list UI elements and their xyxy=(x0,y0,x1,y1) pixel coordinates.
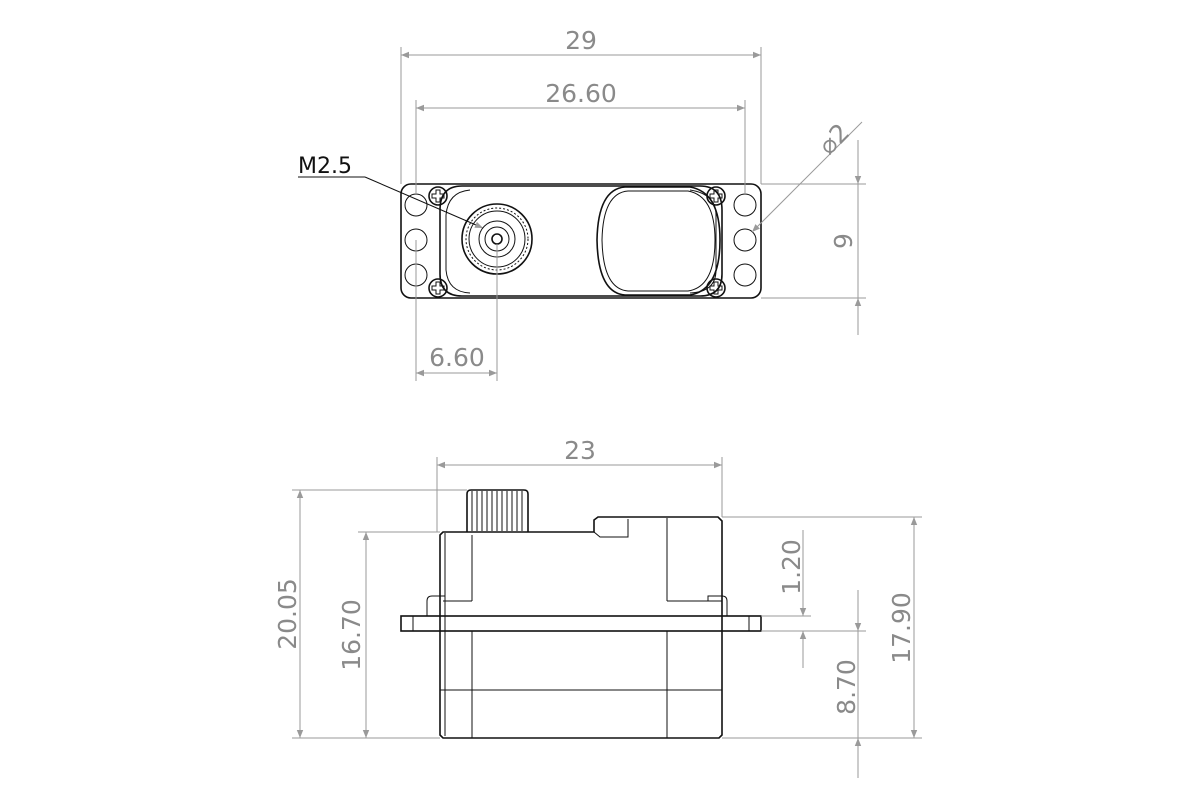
dim-hole-spacing: 26.60 xyxy=(415,79,746,194)
dim-hole-diameter: ⌀2 xyxy=(751,118,863,233)
mounting-flange-outline xyxy=(400,183,762,299)
dim-output-offset: 6.60 xyxy=(415,240,498,381)
case-outline xyxy=(439,185,723,297)
case-step xyxy=(593,519,629,538)
mounting-flange-side xyxy=(400,615,762,632)
dim-label: 6.60 xyxy=(429,343,485,372)
top-view: 29 26.60 6.60 9 ⌀2 xyxy=(298,26,866,381)
spline-teeth xyxy=(471,491,523,531)
side-view: 23 20.05 16.70 1.20 xyxy=(273,436,922,778)
flange-holes xyxy=(404,193,757,287)
case-outline-side xyxy=(439,516,723,739)
dim-height: 9 xyxy=(761,140,866,335)
dim-case-width: 23 xyxy=(436,436,723,532)
dim-flange-to-bottom: 8.70 xyxy=(722,590,922,778)
dim-overall-width: 29 xyxy=(400,26,762,184)
grommet-right xyxy=(707,595,728,616)
dim-label: 1.20 xyxy=(777,539,806,595)
output-spline xyxy=(466,489,529,532)
case-edge xyxy=(689,189,717,294)
dim-label: ⌀2 xyxy=(813,118,855,160)
dim-flange-thickness: 1.20 xyxy=(761,530,811,668)
dim-body-height: 17.90 xyxy=(722,516,922,738)
dim-label: 16.70 xyxy=(337,599,366,671)
grommet-left xyxy=(426,595,446,616)
dim-case-height: 16.70 xyxy=(337,531,440,738)
dim-label: 23 xyxy=(564,436,596,465)
dim-total-height: 20.05 xyxy=(273,489,467,739)
case-edge xyxy=(445,189,471,294)
dim-label: 26.60 xyxy=(545,79,617,108)
thread-callout: M2.5 xyxy=(298,154,484,229)
dim-label: 29 xyxy=(565,26,597,55)
dim-label: 20.05 xyxy=(273,578,302,650)
pocket-outline xyxy=(596,186,721,296)
screw-icons xyxy=(428,186,726,298)
pocket-inner xyxy=(601,190,716,292)
callout-label: M2.5 xyxy=(298,154,352,179)
dim-label: 8.70 xyxy=(832,659,861,715)
dim-label: 17.90 xyxy=(887,592,916,664)
dim-label: 9 xyxy=(829,233,858,249)
